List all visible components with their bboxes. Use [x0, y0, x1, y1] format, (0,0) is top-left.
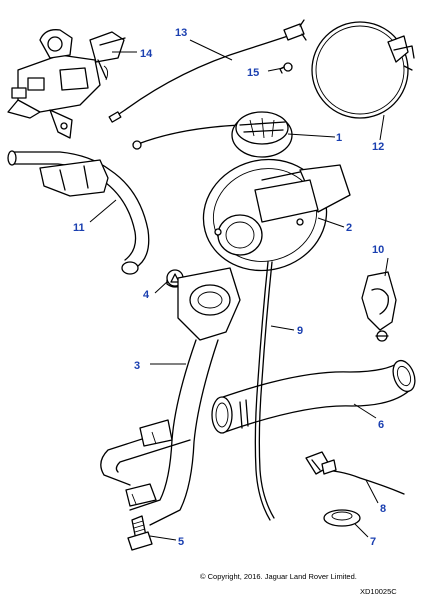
callout-6: 6 — [378, 419, 384, 431]
callout-11: 11 — [73, 222, 85, 234]
part-10-hose-clip — [361, 271, 397, 342]
part-8-harness-lead — [305, 451, 405, 495]
part-12-filler-flap — [311, 21, 415, 119]
part-11-vent-hose — [7, 150, 150, 275]
callout-13: 13 — [175, 27, 187, 39]
callout-3: 3 — [134, 360, 140, 372]
callout-8: 8 — [380, 503, 386, 515]
callout-14: 14 — [140, 48, 153, 60]
callout-1: 1 — [336, 132, 342, 144]
callout-4: 4 — [143, 289, 150, 301]
callout-15: 15 — [247, 67, 259, 79]
leader-lines — [89, 39, 389, 541]
callout-12: 12 — [372, 141, 384, 153]
part-1-fuel-cap — [132, 111, 293, 158]
part-5-bolt — [127, 515, 153, 551]
callout-2: 2 — [346, 222, 352, 234]
drawing-reference-id: XD10025C — [360, 587, 397, 596]
part-3-filler-neck-pipe — [100, 267, 241, 526]
part-14-filler-flap-actuator — [7, 29, 126, 139]
callout-10: 10 — [372, 244, 384, 256]
part-7-grommet — [323, 509, 361, 527]
part-9-drain-tube — [254, 261, 275, 521]
copyright-notice: © Copyright, 2016. Jaguar Land Rover Lim… — [200, 572, 357, 581]
callout-7: 7 — [370, 536, 376, 548]
callout-9: 9 — [297, 325, 303, 337]
part-13-release-cable — [108, 19, 307, 123]
part-6-fuel-pipe — [211, 359, 416, 434]
part-2-filler-pocket-housing — [202, 158, 351, 272]
callout-5: 5 — [178, 536, 184, 548]
